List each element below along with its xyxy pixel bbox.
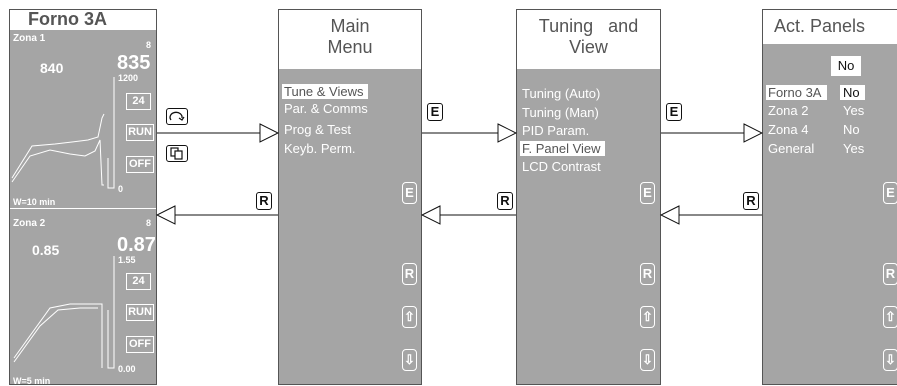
enter-key-connector-2[interactable]: E xyxy=(666,103,682,121)
zone2-trend-setpoint xyxy=(13,303,103,368)
arrow-forward-1-head xyxy=(259,123,280,143)
cycle-arrow-icon xyxy=(169,111,185,121)
return-key-2[interactable]: R xyxy=(497,192,513,210)
zone1-setpoint: 840 xyxy=(40,60,64,76)
tuning-view-panel: Tuning and View Tuning (Auto) Tuning (Ma… xyxy=(516,9,661,385)
zone1-trend-setpoint xyxy=(11,113,105,179)
return-key-3[interactable]: R xyxy=(743,192,759,210)
device-title: Forno 3A xyxy=(28,9,107,29)
act-panels-row-value[interactable]: Yes xyxy=(843,103,865,118)
return-key[interactable]: R xyxy=(640,263,655,285)
up-arrow-key[interactable]: ⇧ xyxy=(402,306,417,328)
zone1-run-button[interactable]: RUN xyxy=(126,124,154,141)
act-panels-row-name[interactable]: Zona 2 xyxy=(768,103,809,118)
main-menu-title-box: Main Menu xyxy=(279,10,421,69)
tuning-view-title-box: Tuning and View xyxy=(517,10,660,69)
device-panel: Forno 3A Zona 1 8 840 835 1200 0 24 RUN … xyxy=(9,9,157,386)
arrow-forward-3-head xyxy=(743,123,764,143)
device-title-bar: Forno 3A xyxy=(10,9,156,30)
zone1-index: 8 xyxy=(146,40,152,50)
zone2-window: W=5 min xyxy=(13,376,51,386)
arrow-forward-2-head xyxy=(497,123,518,143)
menu-item-tuning-auto[interactable]: Tuning (Auto) xyxy=(522,86,601,101)
act-panels-row-name: Forno 3A xyxy=(766,85,828,100)
act-panels-row-name[interactable]: General xyxy=(768,141,815,156)
act-panels-panel: Act. Panels No Forno 3A No Zona 2 Yes Zo… xyxy=(762,9,897,385)
down-arrow-key[interactable]: ⇩ xyxy=(640,349,655,371)
zone1-window: W=10 min xyxy=(13,197,56,207)
zone1-value: 835 xyxy=(117,52,151,74)
zone2-index: 8 xyxy=(146,218,152,228)
main-menu-title-line2: Menu xyxy=(327,37,373,57)
enter-key[interactable]: E xyxy=(883,182,897,204)
menu-item-prog-test[interactable]: Prog & Test xyxy=(284,122,351,137)
down-arrow-key[interactable]: ⇩ xyxy=(883,349,897,371)
act-panels-row-value[interactable]: No xyxy=(843,122,860,137)
act-panels-row-value[interactable]: Yes xyxy=(843,141,865,156)
copy-key[interactable] xyxy=(166,145,188,162)
enter-key-connector-1[interactable]: E xyxy=(427,103,443,121)
enter-key[interactable]: E xyxy=(402,182,417,204)
act-panels-row-value: No xyxy=(840,85,865,100)
zone1-label: Zona 1 xyxy=(13,33,46,44)
menu-item-keyb-perm[interactable]: Keyb. Perm. xyxy=(284,141,356,156)
act-panels-title-box: Act. Panels xyxy=(763,10,897,44)
zone2-scale-line xyxy=(107,256,115,369)
copy-pages-icon xyxy=(170,147,183,160)
zone-divider xyxy=(10,208,156,209)
menu-item-f-panel-view[interactable]: F. Panel View xyxy=(520,141,605,156)
zone2-label: Zona 2 xyxy=(13,218,46,229)
menu-item-tune-views[interactable]: Tune & Views xyxy=(282,84,368,99)
zone2-num-button[interactable]: 24 xyxy=(126,273,151,290)
act-panels-row-forno3a[interactable]: Forno 3A No xyxy=(766,85,886,101)
return-key[interactable]: R xyxy=(883,263,897,285)
arrow-back-1-head xyxy=(155,205,176,225)
zone1-off-button[interactable]: OFF xyxy=(126,156,154,173)
zone2-setpoint: 0.85 xyxy=(32,242,60,258)
down-arrow-key[interactable]: ⇩ xyxy=(402,349,417,371)
zone1-trend-value xyxy=(11,139,104,186)
cycle-key[interactable] xyxy=(166,108,188,125)
zone2-value: 0.87 xyxy=(117,234,156,256)
zone1-scale-min: 0 xyxy=(118,184,124,194)
arrow-back-3-head xyxy=(659,205,680,225)
menu-item-pid-param[interactable]: PID Param. xyxy=(522,123,590,138)
return-key-1[interactable]: R xyxy=(256,192,272,210)
act-panels-title: Act. Panels xyxy=(774,16,866,36)
main-menu-title-line1: Main xyxy=(330,16,370,36)
menu-item-par-comms[interactable]: Par. & Comms xyxy=(284,101,368,116)
act-panels-selector[interactable]: No xyxy=(831,56,861,76)
zone2-trend-value xyxy=(13,307,98,363)
zone2-run-button[interactable]: RUN xyxy=(126,304,154,321)
zone1-scale-line xyxy=(107,77,115,189)
zone1-trend-chart xyxy=(11,77,115,189)
zone2-scale-max: 1.55 xyxy=(118,255,136,265)
zone2-trend-chart xyxy=(13,256,115,369)
tuning-view-title-line1: Tuning and xyxy=(538,16,639,36)
tuning-view-title-line2: View xyxy=(569,37,608,57)
menu-item-tuning-man[interactable]: Tuning (Man) xyxy=(522,105,599,120)
zone1-num-button[interactable]: 24 xyxy=(126,93,151,110)
up-arrow-key[interactable]: ⇧ xyxy=(883,306,897,328)
zone2-scale-min: 0.00 xyxy=(118,364,136,374)
up-arrow-key[interactable]: ⇧ xyxy=(640,306,655,328)
zone2-off-button[interactable]: OFF xyxy=(126,336,154,353)
enter-key[interactable]: E xyxy=(640,182,655,204)
act-panels-row-name[interactable]: Zona 4 xyxy=(768,122,809,137)
arrow-back-2-head xyxy=(420,205,441,225)
zone1-scale-max: 1200 xyxy=(118,73,139,83)
return-key[interactable]: R xyxy=(402,263,417,285)
menu-item-lcd-contrast[interactable]: LCD Contrast xyxy=(522,159,601,174)
